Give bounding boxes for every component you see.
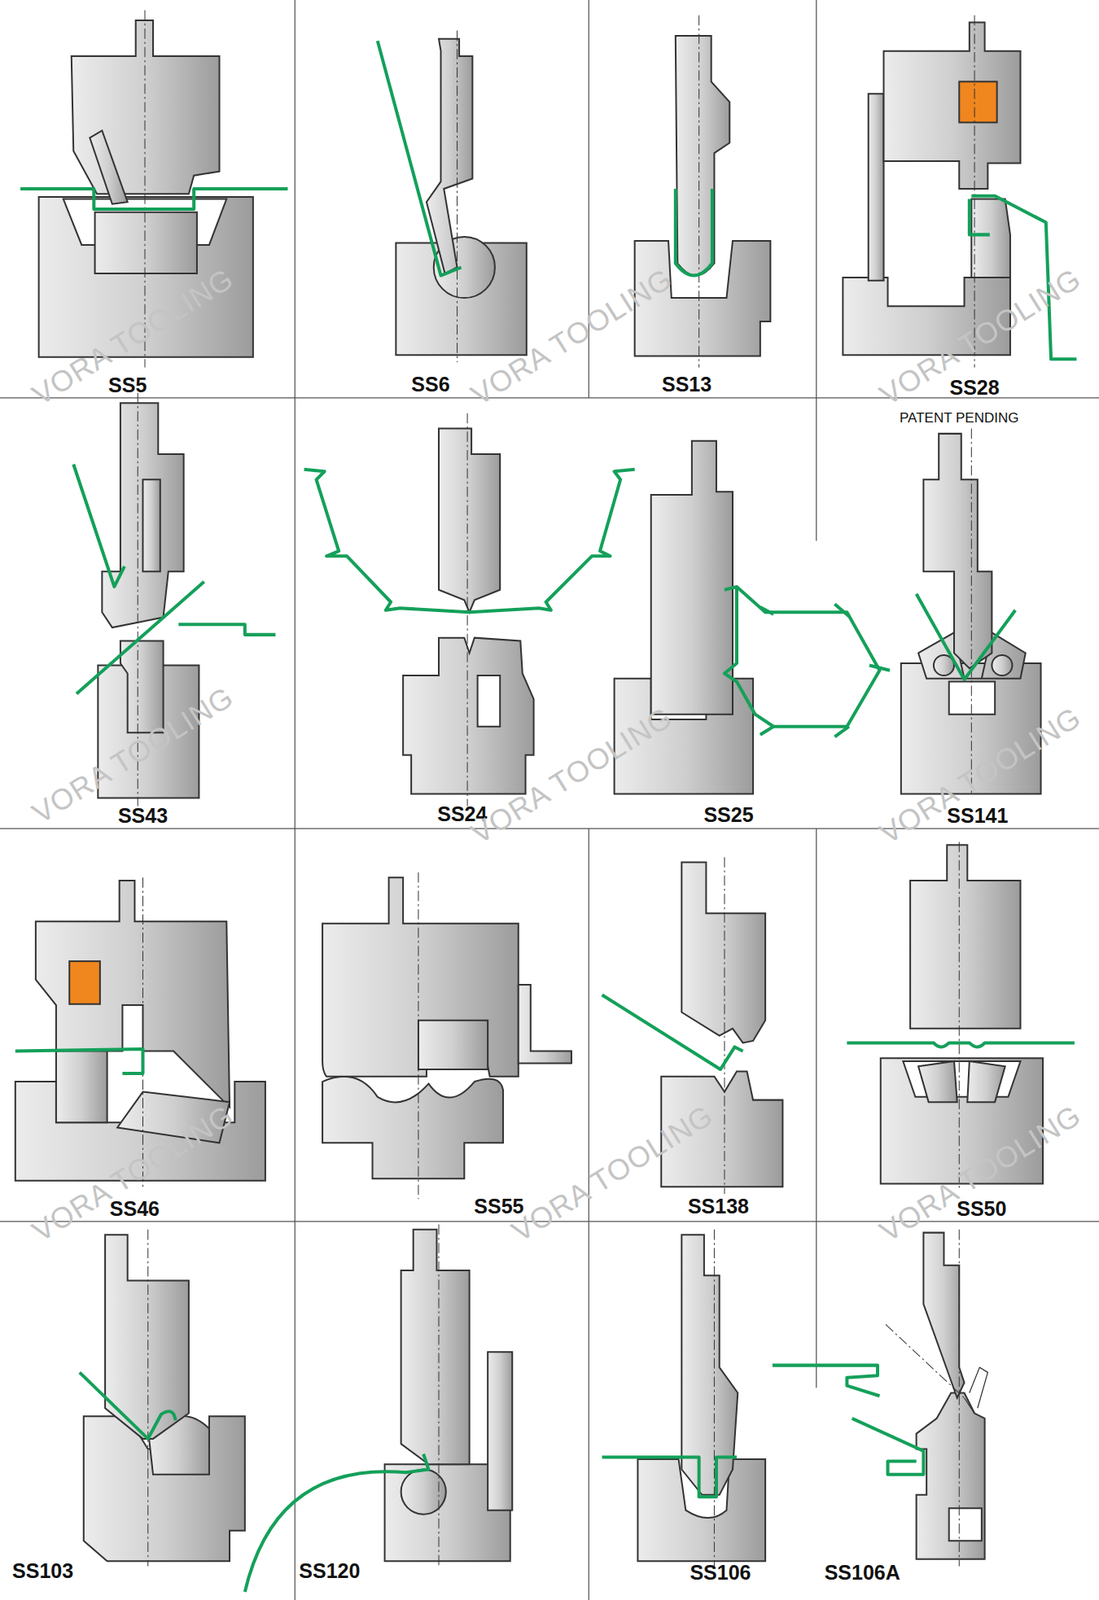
watermark-text: VORA TOOLING	[505, 1098, 719, 1249]
part-number: SS28	[949, 376, 999, 400]
watermark-text: VORA TOOLING	[874, 700, 1088, 851]
part-number: SS138	[687, 1195, 749, 1219]
watermark-text: VORA TOOLING	[464, 261, 679, 412]
ss120-tool	[245, 1225, 513, 1593]
ss6-tool	[377, 30, 527, 363]
part-number: SS25	[703, 803, 754, 828]
watermark-text: VORA TOOLING	[26, 1098, 240, 1249]
ss103-tool	[79, 1230, 246, 1568]
ss55-tool	[322, 872, 572, 1200]
note-text: PATENT PENDING	[899, 410, 1019, 427]
ss13-tool	[634, 15, 771, 368]
part-number: SS43	[118, 804, 168, 828]
watermark-text: VORA TOOLING	[874, 1098, 1088, 1249]
part-number: SS106A	[824, 1561, 901, 1586]
part-number: SS5	[108, 373, 147, 398]
part-number: SS103	[12, 1559, 74, 1584]
part-number: SS120	[298, 1559, 360, 1584]
part-number: SS6	[411, 372, 450, 397]
ss106-tool	[602, 1230, 881, 1568]
part-number: SS13	[661, 372, 712, 397]
watermark-text: VORA TOOLING	[464, 700, 679, 851]
part-number: SS106	[689, 1561, 751, 1586]
ss46-tool	[15, 877, 266, 1189]
ss106a-tool	[852, 1230, 989, 1568]
